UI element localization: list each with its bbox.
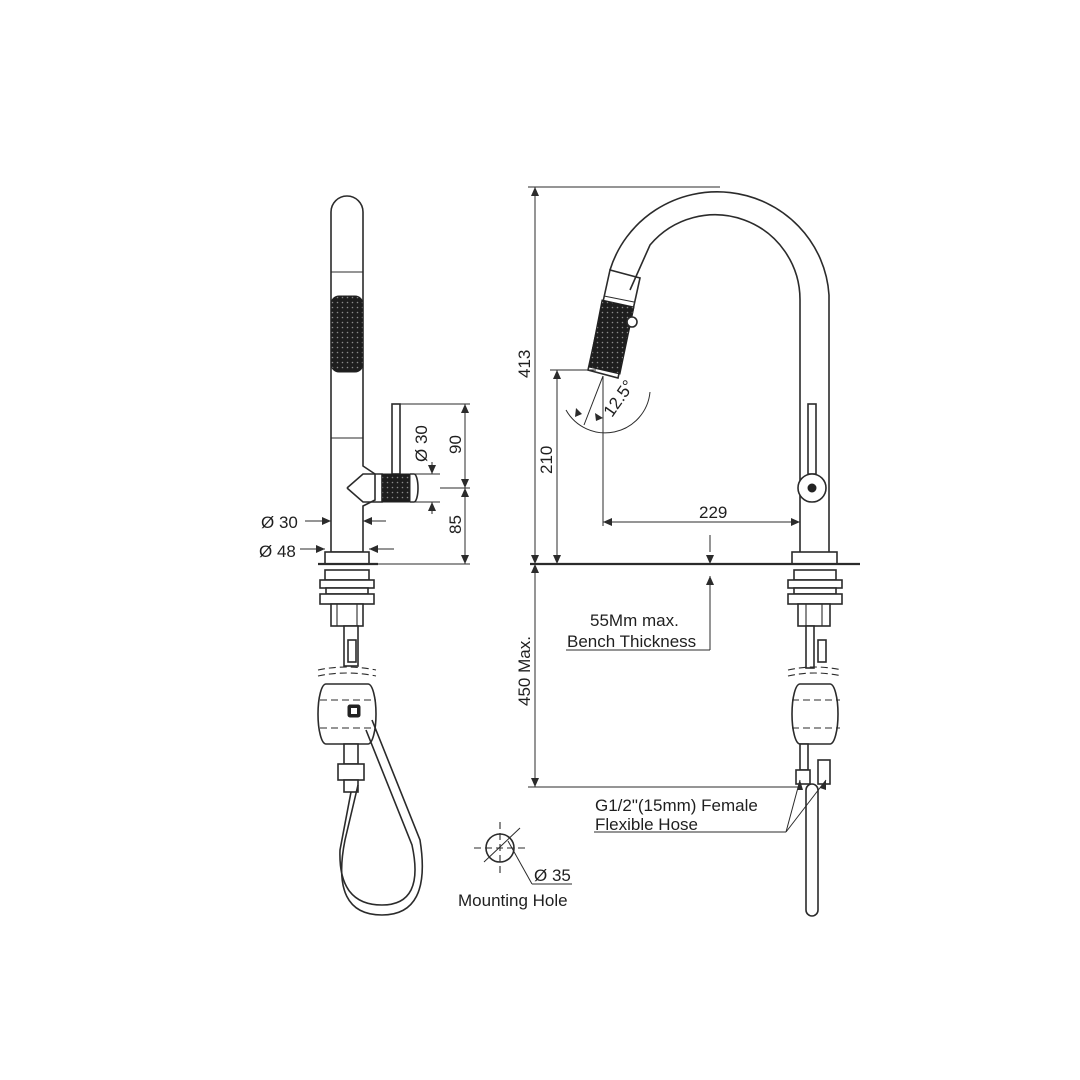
front-gooseneck-inner xyxy=(629,213,801,552)
side-knurled-grip xyxy=(330,295,364,373)
side-handle-stem xyxy=(391,403,401,475)
front-view xyxy=(528,186,860,917)
side-spout-body xyxy=(330,195,376,553)
front-weight-block xyxy=(791,683,839,745)
front-hose xyxy=(805,783,819,917)
note-hose-line1: G1/2"(15mm) Female xyxy=(595,796,758,815)
dim-overall-height: 413 xyxy=(515,350,534,378)
note-hole-label: Mounting Hole xyxy=(458,891,568,910)
dim-reach: 229 xyxy=(699,503,727,522)
dim-handle-offset: 85 xyxy=(446,515,465,534)
side-weight-block xyxy=(317,683,377,745)
front-knurled-grip xyxy=(588,299,635,375)
dim-handle-diameter: Ø 30 xyxy=(412,425,431,462)
front-gooseneck-outer xyxy=(609,191,830,552)
front-handle-stem xyxy=(807,403,817,475)
mounting-hole xyxy=(474,822,572,885)
dim-spray-angle: 12.5° xyxy=(600,377,638,421)
note-bench-line2: Bench Thickness xyxy=(567,632,696,651)
note-hole-diameter: Ø 35 xyxy=(534,866,571,885)
note-bench-line1: 55Mm max. xyxy=(590,611,679,630)
side-handle-knurl xyxy=(381,473,411,503)
side-base xyxy=(324,551,370,565)
side-view xyxy=(300,195,470,916)
dim-spout-diameter: Ø 30 xyxy=(261,513,298,532)
note-hose-line2: Flexible Hose xyxy=(595,815,698,834)
dim-under-bench: 450 Max. xyxy=(515,636,534,706)
side-hose-inner xyxy=(339,729,416,906)
dim-base-diameter: Ø 48 xyxy=(259,542,296,561)
front-spray-button xyxy=(626,316,638,328)
dim-outlet-height: 210 xyxy=(537,446,556,474)
dim-handle-height: 90 xyxy=(446,435,465,454)
